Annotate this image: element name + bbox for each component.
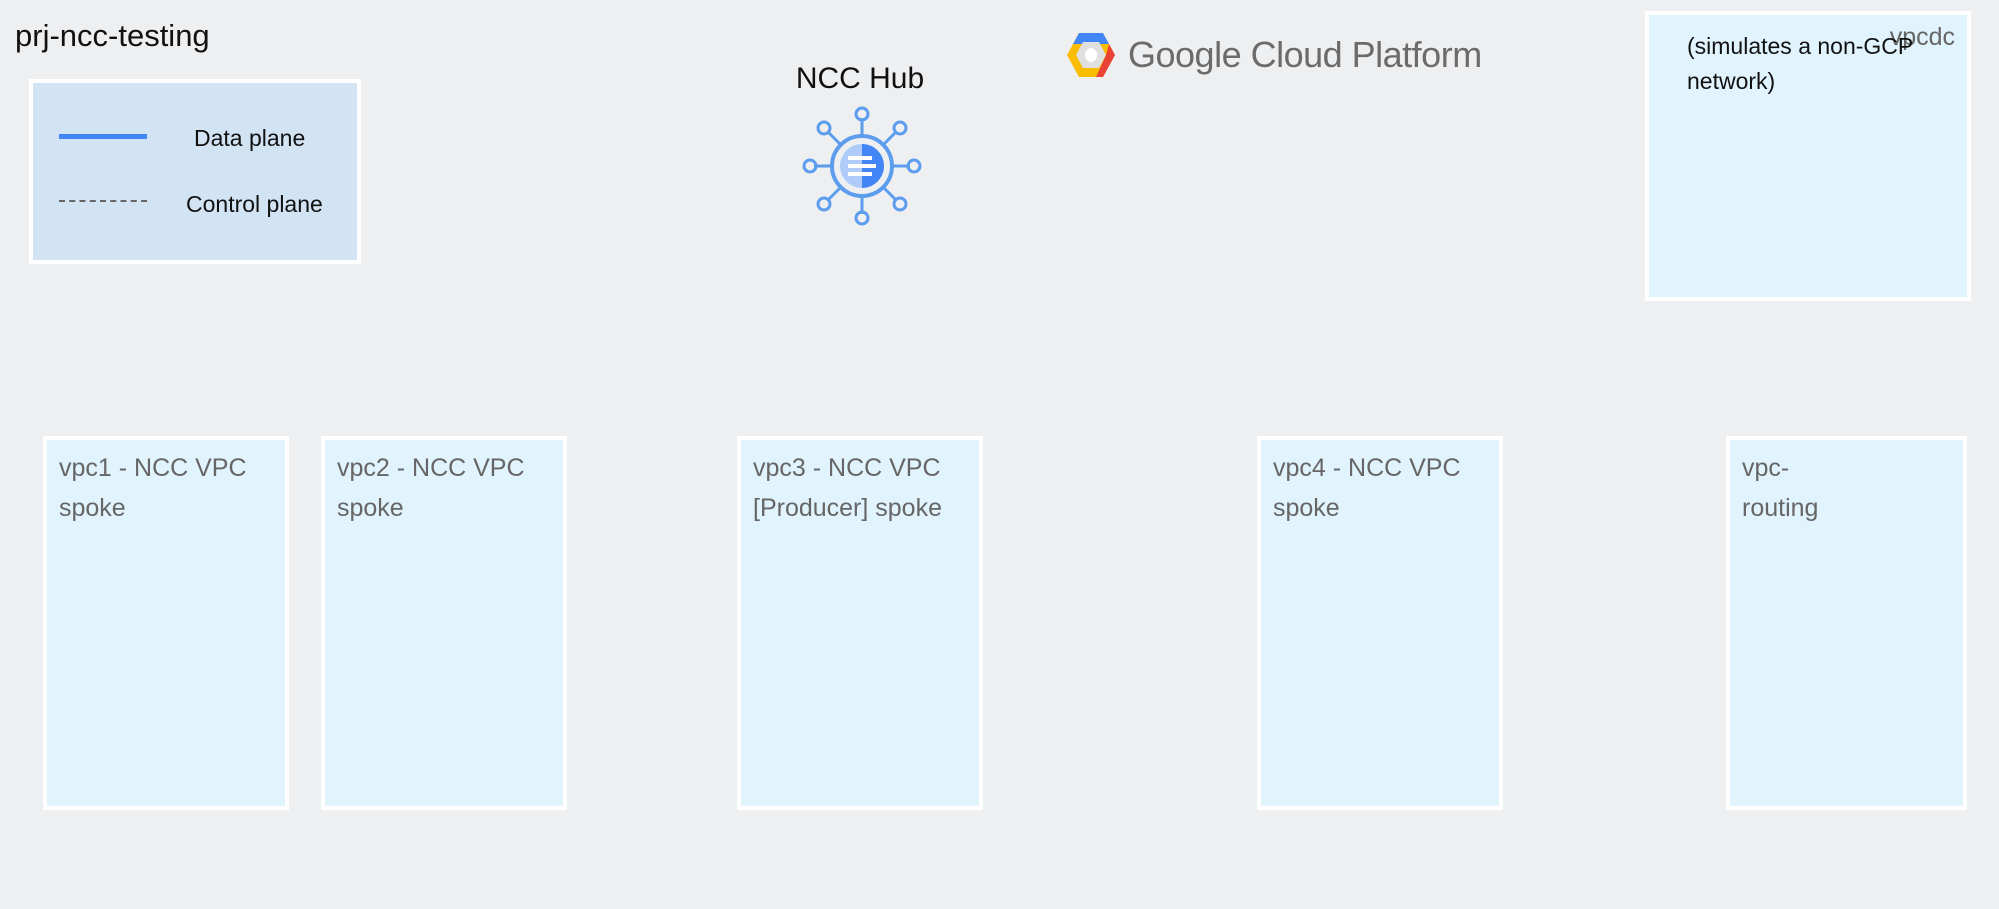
control-plane-label: Control plane: [186, 191, 323, 217]
legend: Data plane Control plane: [29, 79, 361, 264]
vpc-label-line2: spoke: [1273, 494, 1340, 522]
vpc-label-line1: vpc-: [1742, 454, 1790, 482]
vpc-routing-box: vpc-routing: [1726, 436, 1967, 810]
project-title: prj-ncc-testing: [15, 18, 210, 53]
vpc-label-line1: vpc3 - NCC VPC: [753, 454, 941, 482]
vpcdc-label: vpcdc: [1889, 23, 1955, 51]
vpc-label-line2: spoke: [337, 494, 404, 522]
vpc-label-line2: [Producer] spoke: [753, 494, 942, 522]
vpc-label-line1: vpc1 - NCC VPC: [59, 454, 247, 482]
data-plane-line-sample: [59, 134, 147, 139]
vpc-label-line1: vpc4 - NCC VPC: [1273, 454, 1461, 482]
gcp-brand-text: Google Cloud Platform: [1128, 34, 1482, 75]
vpc1-box: vpc1 - NCC VPC spoke: [43, 436, 289, 810]
gcp-logo: Google Cloud Platform: [1066, 30, 1482, 80]
vpc2-box: vpc2 - NCC VPC spoke: [321, 436, 567, 810]
vpc-label-line2: routing: [1742, 494, 1819, 522]
vpcdc-description: (simulates a non-GCP network): [1687, 33, 1913, 94]
data-plane-label: Data plane: [194, 125, 306, 151]
vpc3-box: vpc3 - NCC VPC [Producer] spoke: [737, 436, 983, 810]
vpcdc-network-box: vpcdc (simulates a non-GCP network): [1645, 11, 1971, 301]
ncc-hub-icon: [800, 104, 924, 228]
ncc-hub-label: NCC Hub: [795, 62, 925, 95]
vpc-label-line1: vpc2 - NCC VPC: [337, 454, 525, 482]
vpc4-box: vpc4 - NCC VPC spoke: [1257, 436, 1503, 810]
control-plane-line-sample: [59, 200, 147, 202]
vpc-label-line2: spoke: [59, 494, 126, 522]
gcp-hexagon-icon: [1067, 33, 1115, 77]
